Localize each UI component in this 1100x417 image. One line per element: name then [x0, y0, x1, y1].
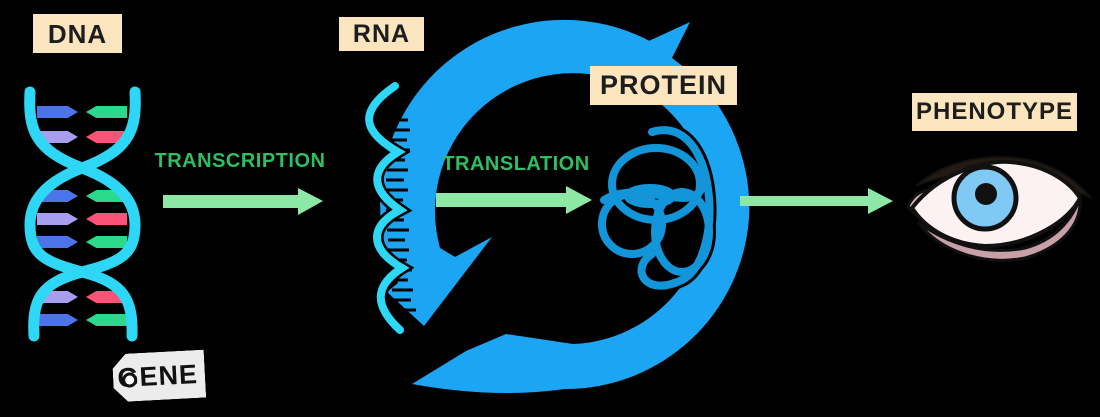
phenotype-label-text: PHENOTYPE	[915, 98, 1074, 125]
dna-label: DNA	[33, 14, 122, 53]
rna-strand-icon	[362, 79, 416, 337]
rna-label: RNA	[339, 17, 424, 51]
eye-icon	[906, 156, 1094, 262]
gene-tag: GENE	[112, 350, 206, 403]
rna-label-text: RNA	[352, 19, 411, 48]
translation-arrow	[436, 186, 592, 214]
phenotype-label: PHENOTYPE	[912, 93, 1077, 131]
transcription-arrow	[163, 188, 323, 215]
protein-label: PROTEIN	[590, 66, 737, 105]
dna-helix-icon	[21, 83, 144, 345]
cycle-arrows-icon	[380, 19, 750, 393]
protein-knot-icon	[595, 123, 717, 293]
protein-label-text: PROTEIN	[599, 70, 727, 100]
translation-label: TRANSLATION	[442, 153, 590, 175]
phenotype-arrow	[740, 188, 893, 214]
transcription-label: TRANSCRIPTION	[154, 150, 326, 172]
dna-label-text: DNA	[47, 18, 108, 49]
